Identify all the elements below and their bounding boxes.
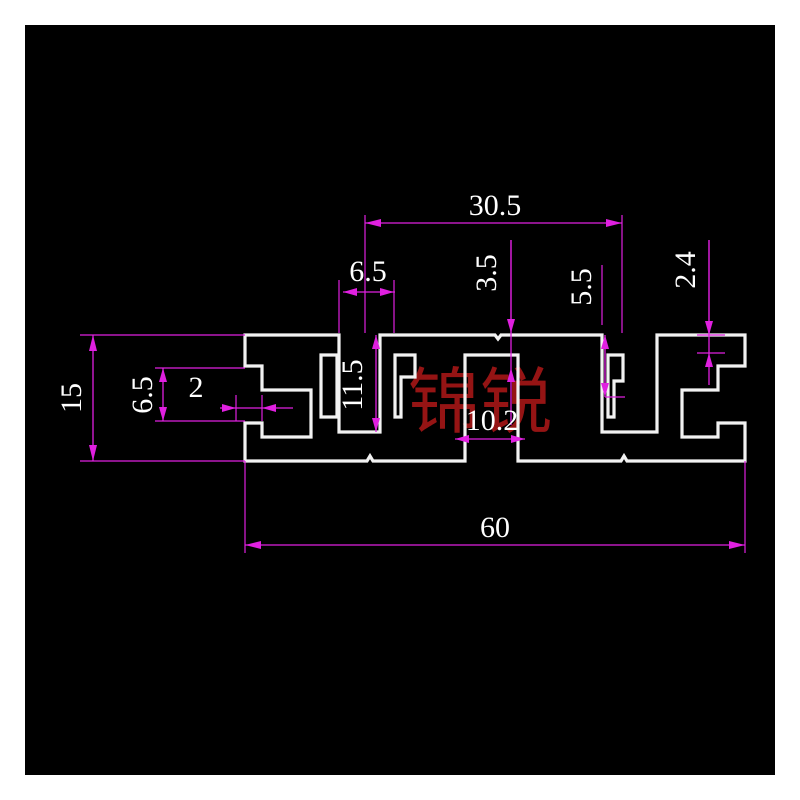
dim-left-lip: 2 bbox=[189, 371, 293, 421]
dim-wall-thickness: 2.4 bbox=[669, 240, 725, 385]
label-left-lip: 2 bbox=[189, 371, 204, 404]
dim-slot-depth: 11.5 bbox=[336, 335, 380, 432]
label-overall-width: 60 bbox=[480, 511, 510, 544]
label-slot-opening: 6.5 bbox=[349, 255, 387, 288]
label-slot-depth: 11.5 bbox=[336, 359, 369, 410]
dim-center-channel: 10.2 bbox=[455, 404, 525, 443]
dim-slot-opening: 6.5 bbox=[343, 255, 395, 296]
profile-contour bbox=[243, 333, 747, 463]
label-left-slot-height: 6.5 bbox=[126, 376, 159, 414]
label-wall-thickness: 2.4 bbox=[669, 251, 702, 289]
dim-overall-height: 15 bbox=[55, 335, 97, 461]
dim-left-slot-height: 6.5 bbox=[126, 368, 167, 421]
dim-overall-width: 60 bbox=[245, 511, 745, 549]
watermark-text: 锦锐 bbox=[408, 360, 552, 444]
label-top-groove: 3.5 bbox=[470, 254, 503, 292]
label-top-span: 30.5 bbox=[469, 189, 522, 222]
middle-slot-inner bbox=[393, 353, 417, 419]
label-right-slot-depth: 5.5 bbox=[565, 268, 598, 306]
label-center-channel: 10.2 bbox=[466, 404, 519, 437]
profile-outline bbox=[243, 333, 747, 463]
left-slot-neck bbox=[319, 353, 339, 419]
profile-drawing: 锦锐 60 15 bbox=[55, 189, 747, 553]
dim-right-slot-depth: 5.5 bbox=[565, 268, 609, 397]
dim-top-groove: 3.5 bbox=[470, 240, 515, 425]
drawing-canvas: 锦锐 60 15 bbox=[25, 25, 775, 775]
right-slot-inner bbox=[606, 353, 625, 419]
label-overall-height: 15 bbox=[55, 383, 88, 413]
dim-top-span: 30.5 bbox=[365, 189, 622, 227]
